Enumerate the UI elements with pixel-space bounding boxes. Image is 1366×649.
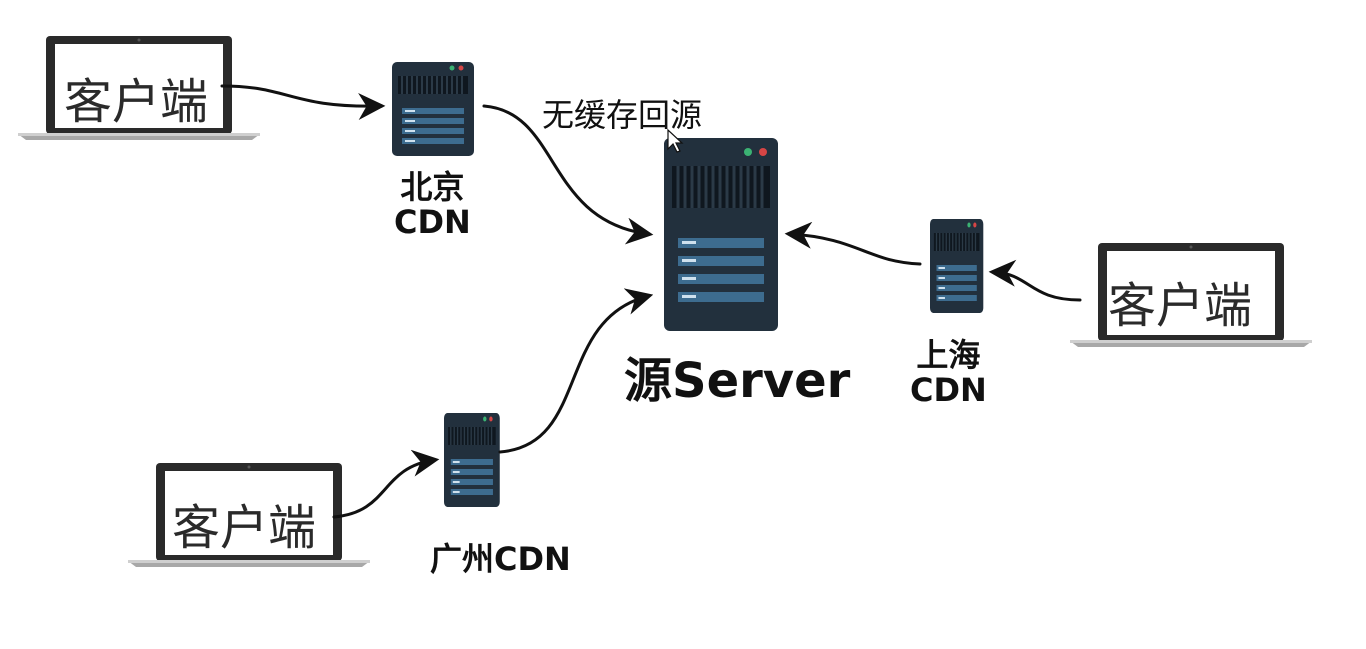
origin-server-icon [664, 138, 778, 331]
client-label-right: 客户端 [1108, 278, 1253, 334]
shanghai-cdn-server-icon [929, 218, 985, 314]
arrow-client-to-guangzhou [332, 449, 440, 519]
client-label-bottom-left: 客户端 [172, 500, 317, 556]
beijing-cdn-label: 北京 CDN [394, 170, 471, 239]
mouse-cursor-icon [667, 128, 684, 153]
no-cache-back-to-origin-annotation: 无缓存回源 [542, 96, 703, 134]
shanghai-cdn-label-line2: CDN [910, 370, 987, 409]
arrow-client-to-shanghai [988, 259, 1082, 302]
guangzhou-cdn-label: 广州CDN [430, 540, 571, 578]
shanghai-cdn-label: 上海 CDN [910, 338, 987, 407]
beijing-cdn-server-icon [391, 61, 475, 157]
client-label-top-left: 客户端 [64, 74, 209, 130]
beijing-cdn-label-line1: 北京 [400, 168, 465, 206]
arrow-guangzhou-to-origin [498, 288, 654, 454]
arrow-shanghai-to-origin [784, 221, 922, 266]
arrow-client-to-beijing [220, 84, 386, 120]
guangzhou-cdn-server-icon [443, 412, 501, 508]
origin-server-label: 源Server [624, 353, 851, 409]
connectors [220, 84, 1082, 519]
shanghai-cdn-label-line1: 上海 [916, 336, 981, 374]
beijing-cdn-label-line2: CDN [394, 202, 471, 241]
arrow-beijing-to-origin [482, 104, 654, 245]
